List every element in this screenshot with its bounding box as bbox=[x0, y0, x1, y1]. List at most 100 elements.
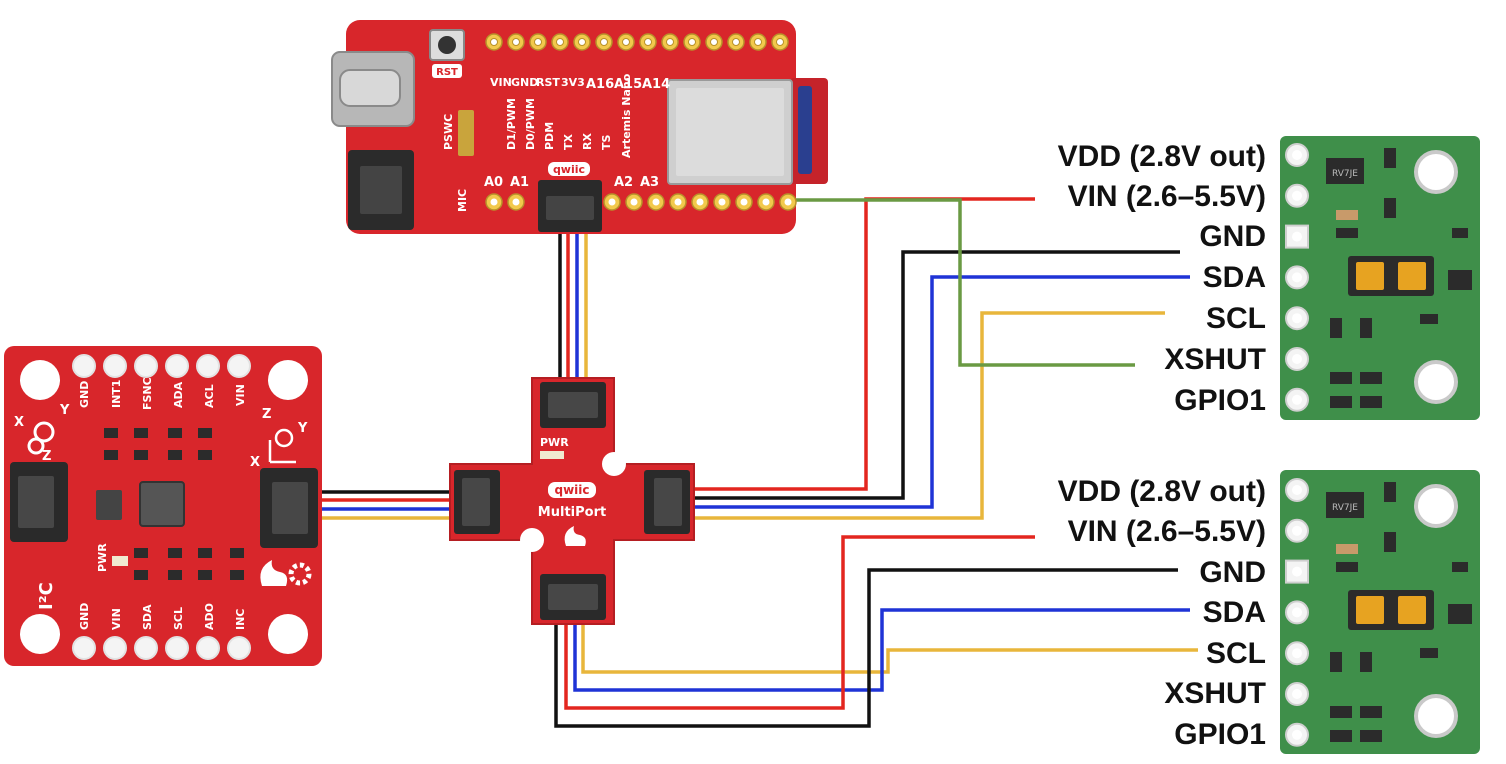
header-pin-hole bbox=[718, 198, 726, 206]
header-pin-hole bbox=[600, 38, 608, 46]
wire-xshut-green bbox=[790, 198, 1135, 367]
tx-label: TX bbox=[562, 133, 575, 150]
pswc-pads bbox=[458, 110, 474, 156]
pin-label-a0: A0 bbox=[484, 175, 503, 190]
header-pin-hole bbox=[762, 198, 770, 206]
sensor-pin-hole bbox=[1292, 729, 1302, 740]
sensor-1-pin-sda: SDA bbox=[1203, 261, 1266, 294]
sensor-1-pin-labels: VDD (2.8V out) VIN (2.6–5.5V) GND SDA SC… bbox=[1058, 140, 1266, 417]
imu-pin-pad bbox=[134, 354, 158, 378]
wire-s2-yellow bbox=[581, 618, 1198, 674]
tof-sensor-1: RV7JE bbox=[1280, 136, 1480, 420]
pin-label-rst: RST bbox=[536, 76, 560, 89]
multiport-sparkfun-flame-icon bbox=[564, 526, 586, 546]
sensor-1-pin-vdd: VDD (2.8V out) bbox=[1058, 140, 1266, 173]
pin-label-gnd: GND bbox=[511, 76, 538, 89]
imu-pin-label-scl: SCL bbox=[172, 607, 185, 630]
wire-s2-red bbox=[564, 535, 1035, 710]
header-pin-hole bbox=[490, 38, 498, 46]
imu-i2c-label: I²C bbox=[36, 582, 57, 610]
multiport-port-right-slot bbox=[654, 478, 682, 526]
sensor-2-pads bbox=[1285, 478, 1309, 747]
sensor-1-pads bbox=[1285, 143, 1309, 412]
sensor-pin-hole bbox=[1292, 190, 1302, 201]
artemis-top-pin-row bbox=[485, 33, 789, 51]
sensor-2-regulator bbox=[1326, 492, 1364, 518]
pin-label-a15: A15 bbox=[614, 77, 642, 92]
imu-chip bbox=[139, 481, 185, 527]
sensor-2-pin-gnd: GND bbox=[1199, 556, 1266, 589]
sensor-2-pin-vin: VIN (2.6–5.5V) bbox=[1068, 515, 1266, 548]
imu-pin-label-gnd-top: GND bbox=[78, 381, 91, 408]
sensor-pin-hole bbox=[1292, 485, 1302, 495]
imu-pin-pad bbox=[103, 636, 127, 660]
imu-axis-y2: Y bbox=[297, 421, 308, 436]
imu-mount-hole-br bbox=[268, 614, 308, 654]
imu-axis-y: Y bbox=[59, 403, 70, 418]
imu-axis-arrows-icon bbox=[268, 440, 296, 464]
header-pin-hole bbox=[740, 198, 748, 206]
artemis-antenna bbox=[798, 86, 812, 174]
sensor-2-pin-labels: VDD (2.8V out) VIN (2.6–5.5V) GND SDA SC… bbox=[1058, 475, 1266, 751]
sensor-1-pin-gnd: GND bbox=[1199, 220, 1266, 253]
imu-pin-pad bbox=[72, 636, 96, 660]
sensor-1-tof-window-1 bbox=[1356, 262, 1384, 290]
wire-s2-black bbox=[554, 568, 1178, 728]
imu-pin-pad bbox=[196, 636, 220, 660]
sensor-1-tof-window-2 bbox=[1398, 262, 1426, 290]
sensor-1-pin-scl: SCL bbox=[1206, 302, 1266, 335]
artemis-bottom-pins bbox=[485, 193, 797, 211]
sensor-2-pin-sda: SDA bbox=[1203, 596, 1266, 629]
pdm-label: PDM bbox=[543, 122, 556, 150]
header-pin-hole bbox=[674, 198, 682, 206]
ts-label: TS bbox=[600, 134, 613, 150]
artemis-qwiic-logo: qwiic bbox=[553, 163, 585, 176]
pin-label-a3: A3 bbox=[640, 175, 659, 190]
tof-sensor-2: RV7JE bbox=[1280, 470, 1480, 754]
wire-s1-sda-blue bbox=[690, 275, 1190, 509]
sensor-1-regulator bbox=[1326, 158, 1364, 184]
rst-label: RST bbox=[436, 67, 458, 78]
multiport-port-top-slot bbox=[548, 392, 598, 418]
multiport-qwiic-logo: qwiic bbox=[554, 483, 589, 497]
sensor-pin-hole bbox=[1292, 566, 1302, 577]
sensor-pin-hole bbox=[1292, 231, 1302, 242]
header-pin-hole bbox=[688, 38, 696, 46]
wire-s1-scl-yellow bbox=[690, 311, 1165, 520]
header-pin-hole bbox=[578, 38, 586, 46]
pin-label-3v3: 3V3 bbox=[561, 76, 585, 89]
sensor-pin-hole bbox=[1292, 313, 1302, 324]
imu-pin-pad bbox=[72, 354, 96, 378]
header-pin-hole bbox=[630, 198, 638, 206]
multiport-pwr-label: PWR bbox=[540, 436, 569, 449]
qwiic-multiport-board: PWR qwiic MultiPort bbox=[449, 377, 695, 625]
header-pin-hole bbox=[608, 198, 616, 206]
sensor-1-hole-top bbox=[1414, 150, 1458, 194]
sensor-2-pin-vdd: VDD (2.8V out) bbox=[1058, 475, 1266, 508]
imu-rotation-icon bbox=[33, 421, 55, 443]
artemis-nano-label: Artemis Nano bbox=[620, 73, 633, 158]
imu-axis-x2: X bbox=[250, 455, 260, 470]
sensor-pin-hole bbox=[1292, 607, 1302, 618]
imu-pin-pad bbox=[227, 354, 251, 378]
header-pin-hole bbox=[490, 198, 498, 206]
sensor-2-hole-bottom bbox=[1414, 694, 1458, 738]
imu-pwr-led bbox=[112, 556, 128, 566]
header-pin-hole bbox=[652, 198, 660, 206]
header-pin-hole bbox=[776, 38, 784, 46]
battery-connector-slot bbox=[360, 166, 402, 214]
imu-bottom-pins bbox=[72, 636, 251, 660]
imu-pin-pad bbox=[165, 354, 189, 378]
sensor-2-pin-gpio1: GPIO1 bbox=[1174, 718, 1266, 751]
header-pin-hole bbox=[644, 38, 652, 46]
sensor-2-hole-top bbox=[1414, 484, 1458, 528]
imu-axis-z2: Z bbox=[262, 407, 271, 422]
imu-pin-pad bbox=[103, 354, 127, 378]
imu-pin-label-sda: SDA bbox=[141, 604, 154, 630]
imu-qwiic-left-slot bbox=[18, 476, 54, 528]
imu-pin-label-fsnc: FSNC bbox=[141, 377, 154, 410]
artemis-nano-board: RST VIN GND RST 3V3 A16 A15 A14 PSWC A0 … bbox=[331, 20, 828, 234]
sensor-pin-hole bbox=[1292, 648, 1302, 659]
artemis-qwiic-connector-slot bbox=[546, 196, 594, 220]
